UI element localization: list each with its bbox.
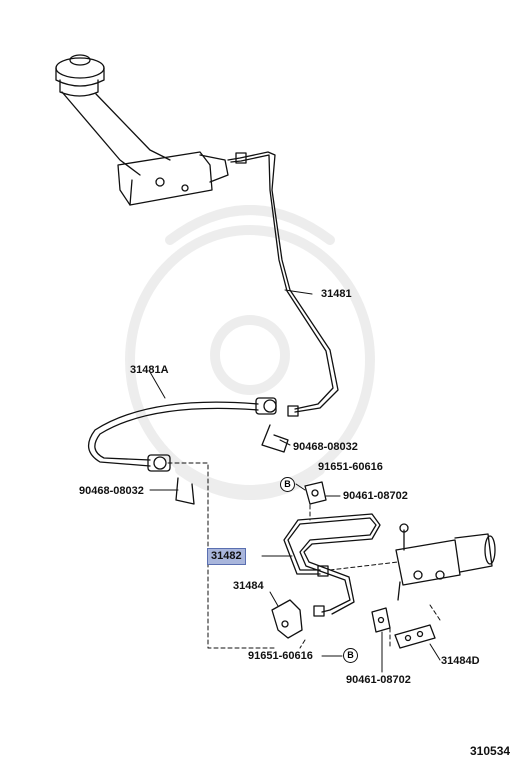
bolt-marker-upper: B [280, 477, 295, 492]
watermark-logo [125, 205, 375, 500]
flexible-hose-31481A [88, 397, 277, 472]
bracket-upper-drawing [304, 481, 327, 505]
label-91651-60616-lower[interactable]: 91651-60616 [248, 650, 313, 662]
clip-upper-drawing [261, 424, 289, 453]
label-90461-08702-upper[interactable]: 90461-08702 [343, 490, 408, 502]
label-31484D[interactable]: 31484D [441, 655, 480, 667]
clip-left-drawing [175, 477, 195, 505]
label-31484[interactable]: 31484 [233, 580, 264, 592]
label-90468-08032-upper[interactable]: 90468-08032 [293, 441, 358, 453]
bracket-31484-drawing [271, 599, 303, 639]
label-31481A[interactable]: 31481A [130, 364, 169, 376]
master-cylinder [55, 54, 229, 206]
tube-31481 [227, 151, 339, 417]
release-cylinder [395, 523, 496, 601]
bracket-31484D-drawing [394, 624, 436, 649]
label-91651-60616-upper[interactable]: 91651-60616 [318, 461, 383, 473]
release-tube-31482 [283, 513, 381, 617]
label-31481[interactable]: 31481 [321, 288, 352, 300]
label-90468-08032-left[interactable]: 90468-08032 [79, 485, 144, 497]
bracket-lower-drawing [371, 607, 391, 633]
catalog-number: 310534 [470, 744, 511, 758]
label-31482-highlighted[interactable]: 31482 [207, 548, 246, 565]
label-90461-08702-lower[interactable]: 90461-08702 [346, 674, 411, 686]
bolt-marker-lower: B [343, 648, 358, 663]
leader-lines [149, 289, 441, 673]
